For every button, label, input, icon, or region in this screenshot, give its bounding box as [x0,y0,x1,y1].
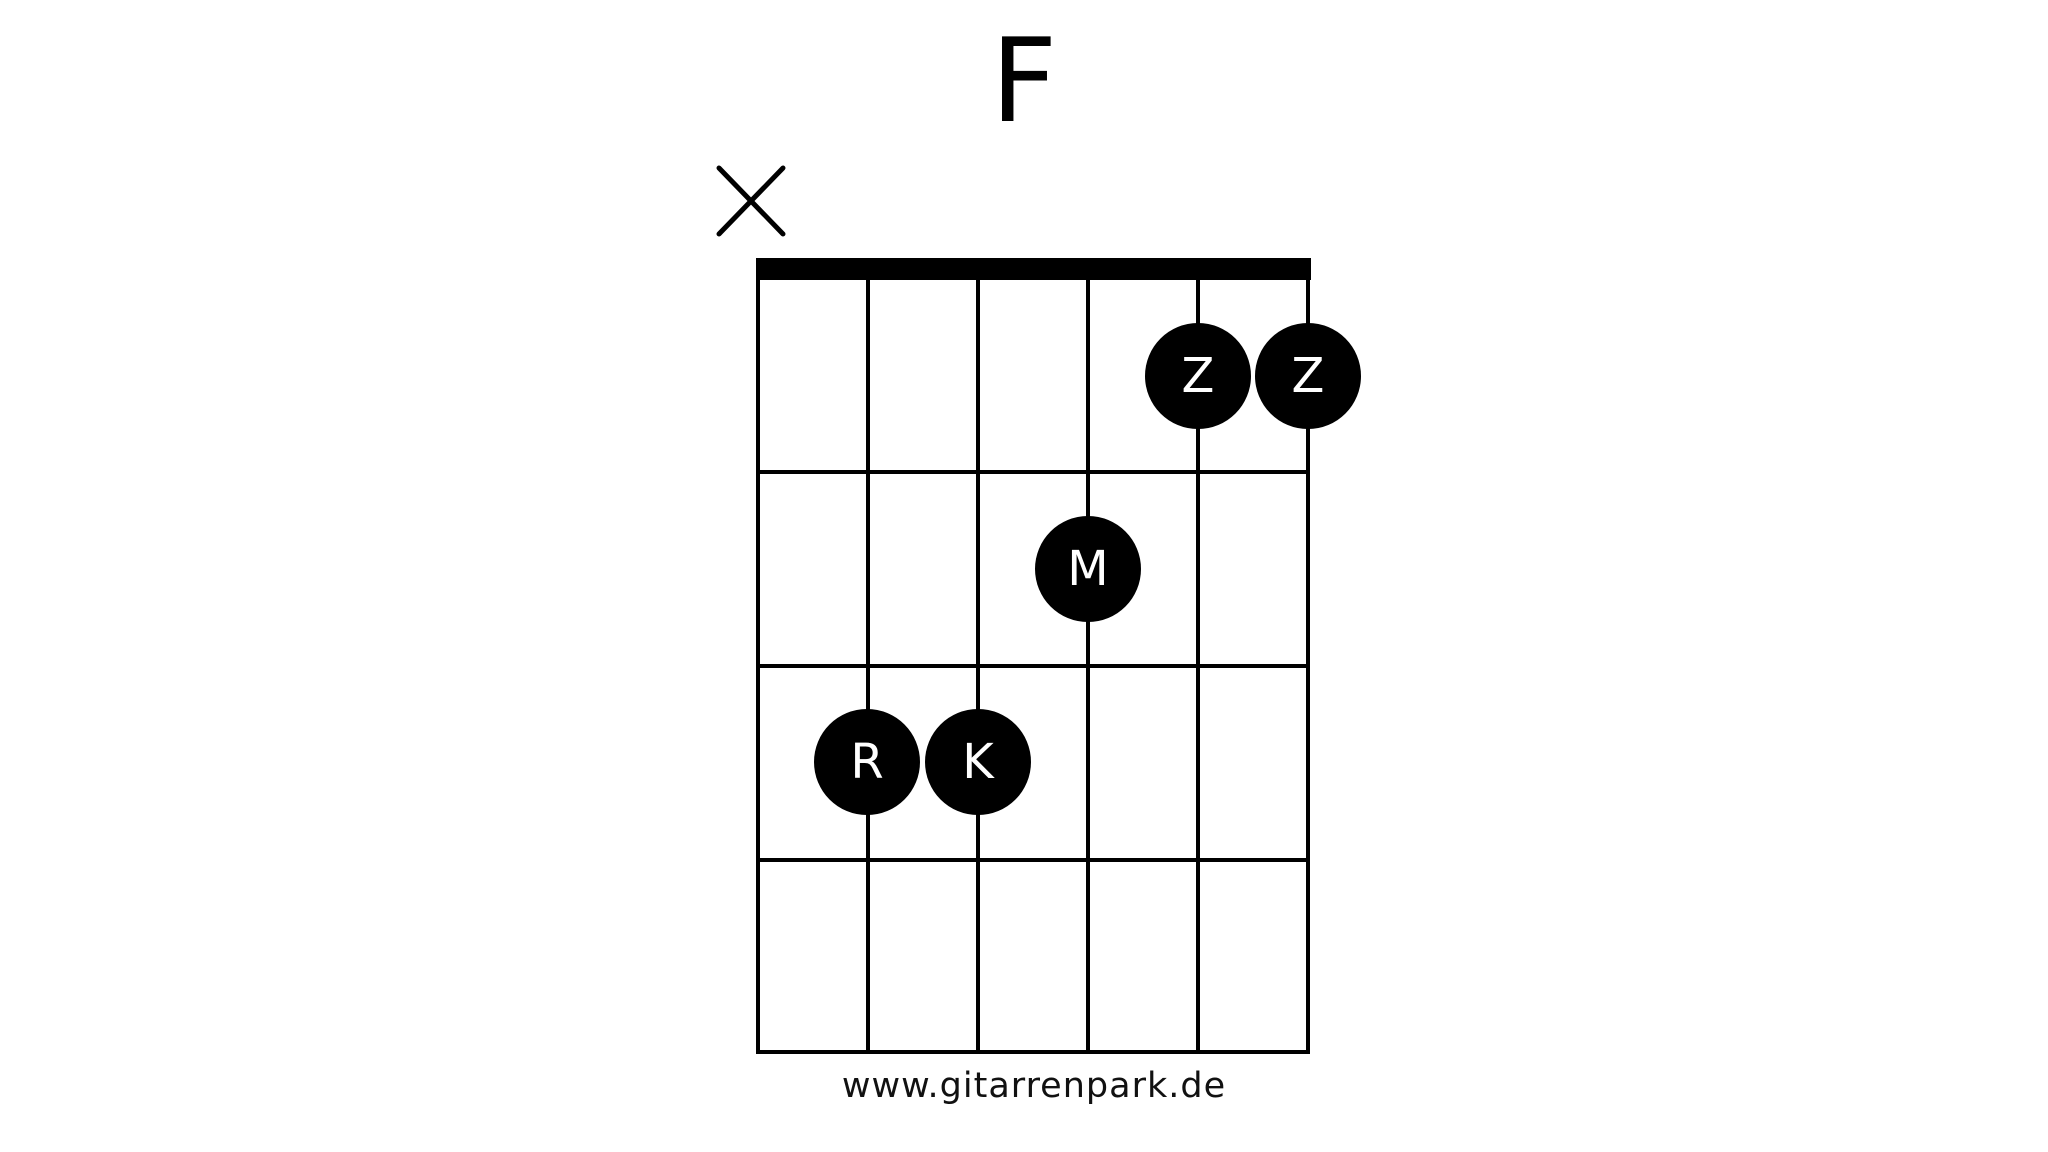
frets [756,470,1310,1054]
muted-string-x-icon [716,165,786,237]
finger-dot-string6-fret1: Z [1255,323,1361,429]
finger-dot-string3-fret3: K [925,709,1031,815]
nut [756,258,1311,280]
finger-dot-string4-fret2: M [1035,516,1141,622]
finger-dot-string2-fret3: R [814,709,920,815]
website-url: www.gitarrenpark.de [841,1066,1227,1106]
chord-name: F [990,14,1058,149]
finger-dot-string5-fret1: Z [1145,323,1251,429]
